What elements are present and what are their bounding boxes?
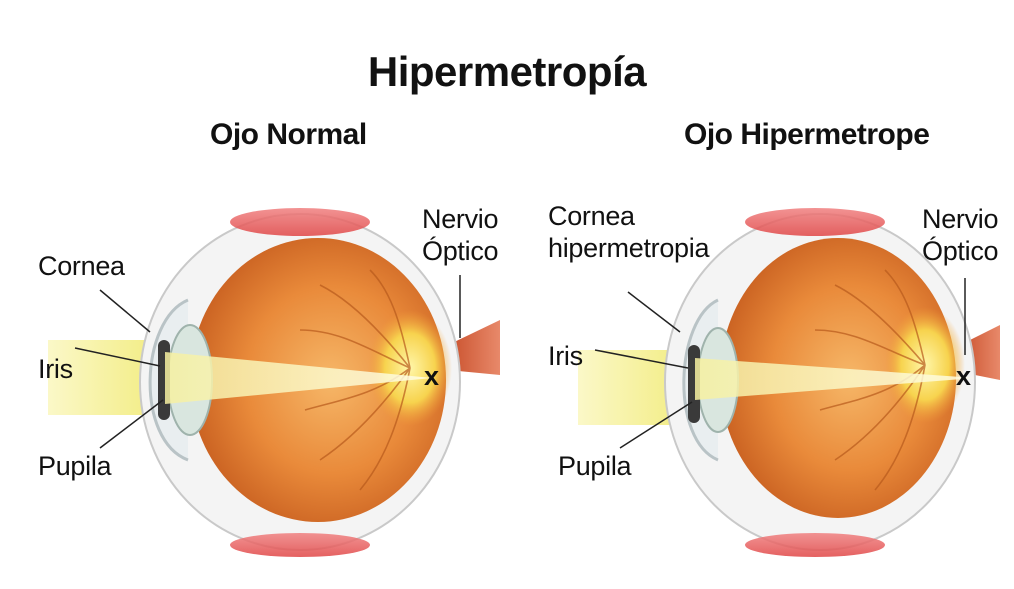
hyperopic-eye-subtitle: Ojo Hipermetrope — [684, 118, 929, 152]
focus-mark: x — [424, 362, 439, 390]
nervio-label-line1: Nervio — [422, 205, 498, 233]
cornea-pointer — [628, 292, 680, 332]
normal-eye-subtitle: Ojo Normal — [210, 118, 367, 152]
nervio-label-line2: Óptico — [922, 237, 998, 265]
pupila-label: Pupila — [38, 452, 111, 480]
focus-mark: x — [956, 362, 971, 390]
cornea-label-line1: Cornea — [548, 202, 635, 230]
muscle-bottom — [745, 533, 885, 557]
nervio-label-line1: Nervio — [922, 205, 998, 233]
pupila-label: Pupila — [558, 452, 631, 480]
nervio-label-line2: Óptico — [422, 237, 498, 265]
cornea-label-line2: hipermetropia — [548, 234, 709, 262]
cornea-label: Cornea — [38, 252, 125, 280]
muscle-top — [745, 208, 885, 236]
iris-label: Iris — [38, 355, 73, 383]
iris-label: Iris — [548, 342, 583, 370]
muscle-bottom — [230, 533, 370, 557]
cornea-pointer — [100, 290, 150, 332]
muscle-top — [230, 208, 370, 236]
